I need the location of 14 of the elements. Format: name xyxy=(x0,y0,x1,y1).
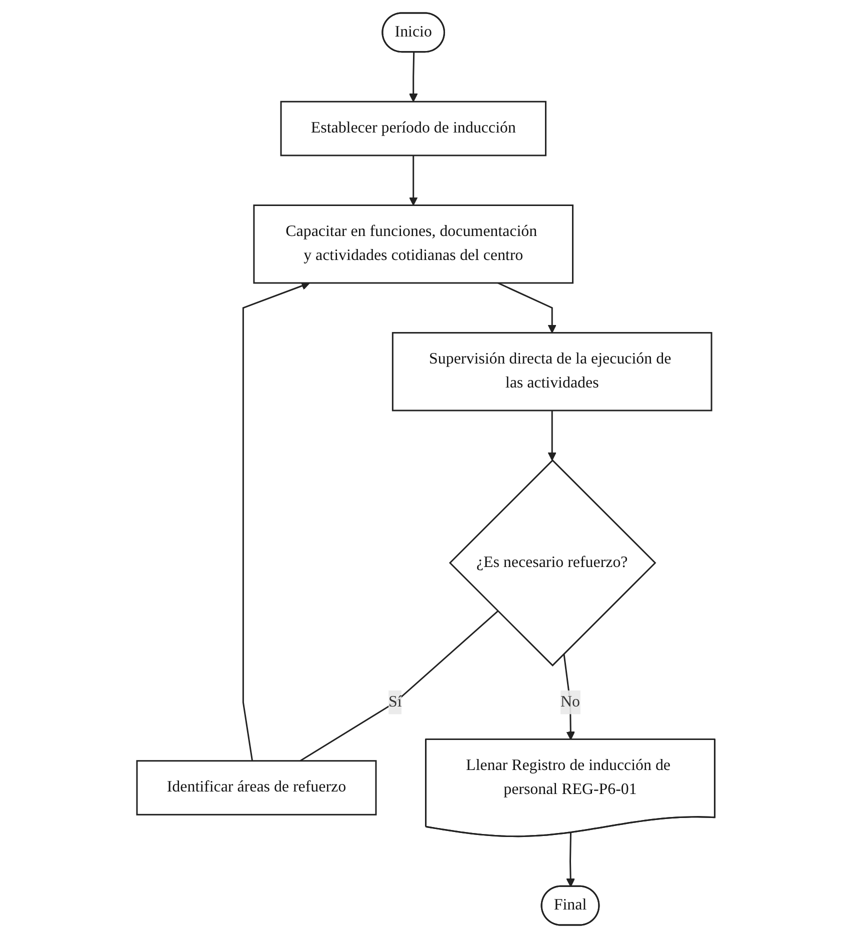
connector xyxy=(299,610,498,762)
arrow xyxy=(497,282,556,334)
arrow xyxy=(408,52,418,102)
arrow xyxy=(547,410,556,461)
edge-label: No xyxy=(560,693,580,710)
node-box: Identificar áreas de refuerzo xyxy=(136,760,376,816)
node-box: Supervisión directa de la ejecución de las actividades xyxy=(392,332,712,412)
node-box: Capacitar en funciones, documentación y actividades cotidianas del centro xyxy=(252,204,574,284)
arrow xyxy=(408,155,418,206)
node-box: Establecer período de inducción xyxy=(280,100,546,156)
edge-label: Sí xyxy=(388,693,402,710)
arrow xyxy=(242,282,310,761)
node-diamond: ¿Es necesario refuerzo? xyxy=(448,459,656,667)
arrow xyxy=(566,832,575,888)
